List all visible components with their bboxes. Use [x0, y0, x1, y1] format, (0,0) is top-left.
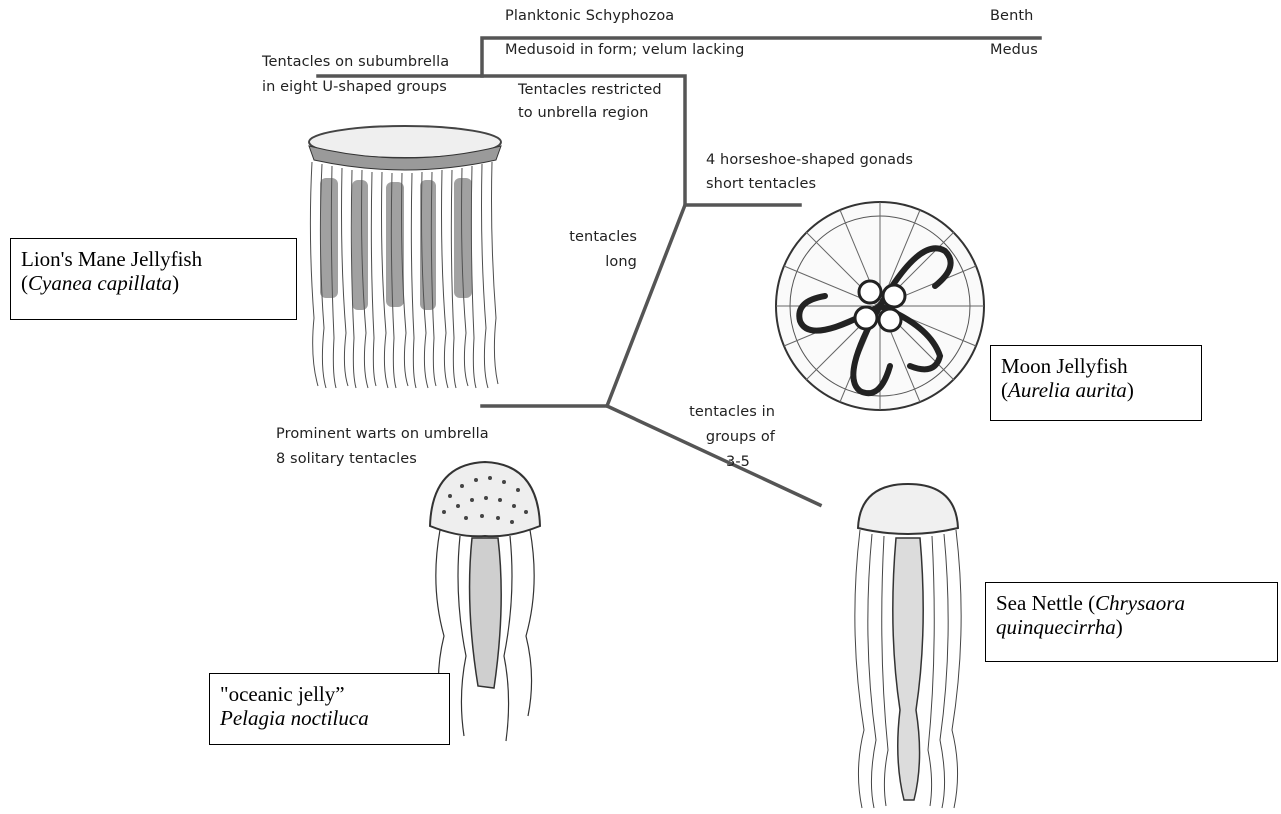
- trait-restricted-line2: to unbrella region: [518, 103, 649, 124]
- species-label-moon: Moon Jellyfish (Aurelia aurita): [990, 345, 1202, 421]
- trait-long-line1: tentacles: [520, 227, 637, 248]
- trait-horseshoe-line1: 4 horseshoe-shaped gonads: [706, 150, 913, 171]
- trait-horseshoe-line2: short tentacles: [706, 174, 816, 195]
- moon-open-paren: (: [1001, 378, 1008, 402]
- moon-close-paren: ): [1127, 378, 1134, 402]
- moon-scientific-name: Aurelia aurita: [1008, 378, 1127, 402]
- lions-mane-close-paren: ): [172, 271, 179, 295]
- oceanic-common-name: "oceanic jelly”: [220, 682, 439, 706]
- species-label-sea-nettle: Sea Nettle (Chrysaora quinquecirrha): [985, 582, 1278, 662]
- moon-common-name: Moon Jellyfish: [1001, 354, 1191, 378]
- sea-nettle-illustration: [838, 480, 978, 810]
- species-label-lions-mane: Lion's Mane Jellyfish (Cyanea capillata): [10, 238, 297, 320]
- sea-nettle-name-line: Sea Nettle (Chrysaora quinquecirrha): [996, 591, 1267, 639]
- moon-scientific-name-line: (Aurelia aurita): [1001, 378, 1191, 402]
- trait-warts-line1: Prominent warts on umbrella: [276, 424, 489, 445]
- trait-planktonic: Planktonic Schyphozoa: [505, 6, 674, 27]
- trait-warts-line2: 8 solitary tentacles: [276, 449, 417, 470]
- trait-medusoid: Medusoid in form; velum lacking: [505, 40, 744, 61]
- oceanic-scientific-name: Pelagia noctiluca: [220, 706, 439, 730]
- trait-medus-partial: Medus: [990, 40, 1038, 61]
- moon-jellyfish-illustration: [770, 196, 990, 416]
- trait-subumbrella-line1: Tentacles on subumbrella: [262, 52, 449, 73]
- trait-groups-line3: 3-5: [640, 452, 750, 473]
- trait-groups-line1: tentacles in: [640, 402, 775, 423]
- lions-mane-jellyfish-illustration: [290, 118, 520, 390]
- trait-subumbrella-line2: in eight U-shaped groups: [262, 77, 447, 98]
- lions-mane-scientific-name: Cyanea capillata: [28, 271, 172, 295]
- sea-nettle-close-paren: ): [1116, 615, 1123, 639]
- trait-benthic-partial: Benth: [990, 6, 1033, 27]
- trait-restricted-line1: Tentacles restricted: [518, 80, 662, 101]
- species-label-oceanic-jelly: "oceanic jelly” Pelagia noctiluca: [209, 673, 450, 745]
- lions-mane-open-paren: (: [21, 271, 28, 295]
- lions-mane-common-name: Lion's Mane Jellyfish: [21, 247, 286, 271]
- trait-groups-line2: groups of: [640, 427, 775, 448]
- trait-long-line2: long: [520, 252, 637, 273]
- sea-nettle-common-name: Sea Nettle (: [996, 591, 1095, 615]
- lions-mane-scientific-name-line: (Cyanea capillata): [21, 271, 286, 295]
